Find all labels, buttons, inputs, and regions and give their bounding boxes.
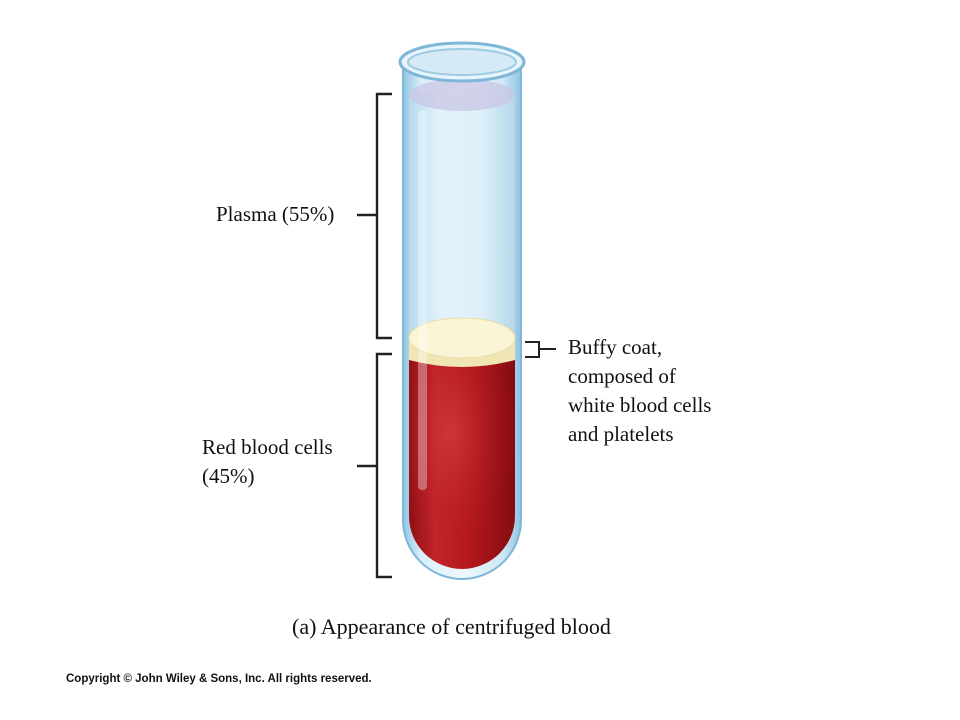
rbc-bracket — [357, 352, 392, 579]
plasma-layer — [409, 92, 515, 340]
red-blood-cells-label: Red blood cells (45%) — [202, 435, 333, 488]
figure-caption: (a) Appearance of centrifuged blood — [292, 614, 611, 639]
plasma-bracket — [357, 92, 392, 340]
buffy-coat-label: Buffy coat, composed of white blood cell… — [568, 335, 712, 446]
plasma-label: Plasma (55%) — [216, 202, 335, 226]
plasma-meniscus — [409, 79, 515, 111]
buffy-coat-top — [408, 317, 516, 359]
copyright-notice: Copyright © John Wiley & Sons, Inc. All … — [66, 673, 372, 685]
buffy-coat-bracket — [525, 341, 556, 358]
